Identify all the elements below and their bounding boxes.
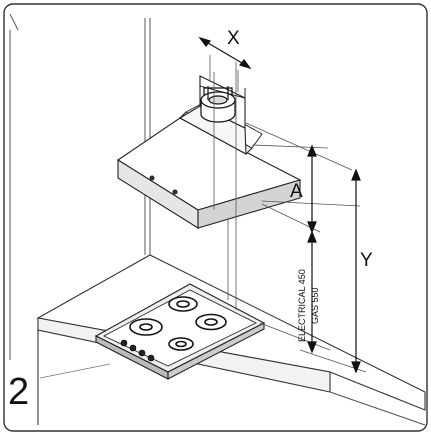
- electrical-clearance-label: ELECTRICAL 450: [297, 269, 307, 342]
- gas-clearance-label: GAS 550: [310, 287, 320, 324]
- a-dimension: [307, 144, 317, 234]
- x-dimension: [198, 36, 252, 92]
- exhaust-motor-outlet: [199, 76, 246, 123]
- figure-number: 2: [8, 371, 29, 413]
- dimension-x-label: X: [227, 28, 240, 49]
- y-dimension: [351, 168, 361, 374]
- wall-lines: [9, 13, 151, 360]
- burner-rings: [129, 296, 227, 351]
- clearance-label-group: ELECTRICAL 450 GAS 550: [297, 269, 320, 342]
- reference-lines: [213, 62, 237, 310]
- dimension-a-label: A: [290, 181, 303, 202]
- frame-border: [3, 3, 428, 432]
- dimension-y-label: Y: [360, 250, 373, 271]
- clearance-dimension: [307, 230, 317, 354]
- cooktop: [94, 283, 266, 380]
- hob-control-knobs: [120, 339, 155, 362]
